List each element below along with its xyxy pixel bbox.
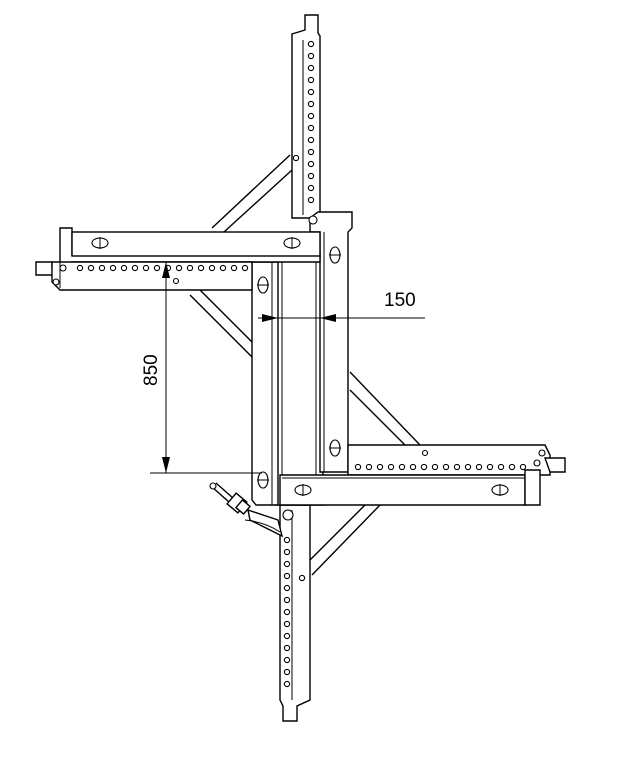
arm-hole <box>208 264 216 272</box>
arm-hole <box>486 463 494 471</box>
left-channel <box>251 261 279 506</box>
post-hole <box>307 112 315 120</box>
right-channel <box>308 211 353 473</box>
post-hole <box>283 572 291 580</box>
arm-hole <box>387 463 395 471</box>
upper-horizontal-arm <box>35 227 321 291</box>
post-hole <box>307 160 315 168</box>
post-hole <box>307 124 315 132</box>
dimension-850: 850 <box>141 262 262 474</box>
post-hole <box>283 584 291 592</box>
post-hole <box>283 596 291 604</box>
arm-hole <box>464 463 472 471</box>
post-hole <box>283 680 291 688</box>
arm-hole <box>354 463 362 471</box>
clamp-handle <box>209 482 294 538</box>
arm-hole <box>442 463 450 471</box>
arm-hole <box>420 463 428 471</box>
post-hole <box>283 560 291 568</box>
lower-vertical-post <box>279 504 311 722</box>
arm-hole <box>175 264 183 272</box>
dimension-150: 150 <box>258 290 425 322</box>
lower-horizontal-arm <box>279 444 566 506</box>
arm-hole <box>186 264 194 272</box>
arm-hole <box>230 264 238 272</box>
arm-hole <box>142 264 150 272</box>
arm-hole <box>153 264 161 272</box>
post-hole <box>292 154 300 162</box>
arm-hole <box>120 264 128 272</box>
upper-vertical-post <box>291 14 321 219</box>
arm-hole <box>508 463 516 471</box>
arm-hole <box>219 264 227 272</box>
dimension-850-label: 850 <box>141 354 162 386</box>
post-hole <box>298 574 306 582</box>
arm-hole <box>76 264 84 272</box>
post-hole <box>307 196 315 204</box>
arm-hole <box>497 463 505 471</box>
post-hole <box>307 100 315 108</box>
post-hole <box>283 668 291 676</box>
post-hole <box>307 148 315 156</box>
arm-hole <box>197 264 205 272</box>
post-hole <box>283 608 291 616</box>
arm-hole <box>365 463 373 471</box>
post-hole <box>307 136 315 144</box>
arm-hole <box>241 264 249 272</box>
arm-hole <box>475 463 483 471</box>
post-hole <box>307 64 315 72</box>
arm-hole <box>453 463 461 471</box>
arm-hole <box>376 463 384 471</box>
post-hole <box>283 536 291 544</box>
post-hole <box>307 184 315 192</box>
post-hole <box>307 40 315 48</box>
post-hole <box>307 88 315 96</box>
post-hole <box>307 172 315 180</box>
post-hole <box>283 644 291 652</box>
center-channel <box>274 254 324 506</box>
arm-hole <box>519 463 527 471</box>
arm-hole <box>431 463 439 471</box>
arm-hole <box>398 463 406 471</box>
dimension-150-label: 150 <box>384 290 416 311</box>
post-hole <box>283 548 291 556</box>
arm-hole <box>98 264 106 272</box>
diagonal-brace-upper <box>189 154 293 361</box>
post-hole <box>307 52 315 60</box>
arm-hole <box>131 264 139 272</box>
post-hole <box>283 656 291 664</box>
arm-hole <box>109 264 117 272</box>
arm-hole <box>409 463 417 471</box>
post-hole <box>283 620 291 628</box>
post-hole <box>283 632 291 640</box>
arm-hole <box>87 264 95 272</box>
diagonal-brace-lower <box>309 371 421 576</box>
post-hole <box>307 76 315 84</box>
